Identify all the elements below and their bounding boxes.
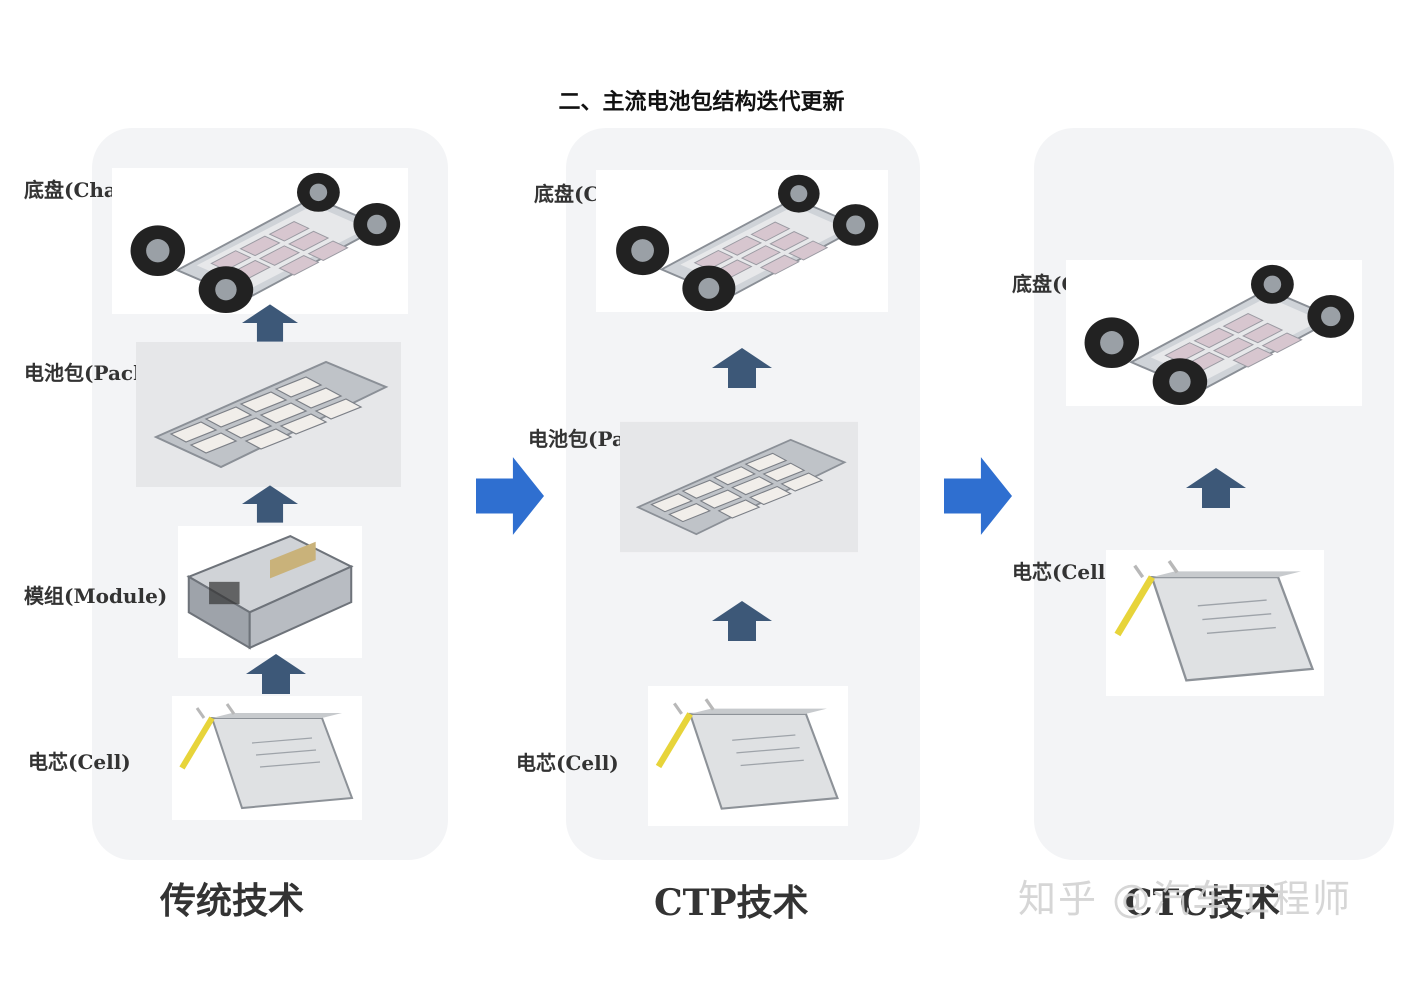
ctc-tech-label: CTC技术 [1124,882,1281,924]
up-arrow-icon [242,485,298,523]
pack-image [136,342,401,487]
cell-image [172,696,362,820]
watermark-text: 知乎 @汽车工程师 [1018,877,1353,921]
up-arrow-icon [242,304,298,342]
pack-image [620,420,858,554]
chassis-image [112,168,408,314]
traditional-module-label: 模组(Module) [24,584,168,608]
ctc-cell-label: 电芯(Cell) [1012,560,1115,584]
ctp-cell-label: 电芯(Cell) [516,751,619,775]
up-arrow-icon [712,601,772,641]
cell-image [648,686,848,826]
traditional-cell-label: 电芯(Cell) [28,750,131,774]
up-arrow-icon [246,654,306,694]
right-arrow-icon [944,457,1012,535]
ctp-tech-label: CTP技术 [654,882,809,924]
cell-image [1106,550,1324,696]
module-image [178,526,362,658]
up-arrow-icon [1186,468,1246,508]
chassis-image [1066,260,1362,406]
diagram-title: 二、主流电池包结构迭代更新 [558,90,845,115]
right-arrow-icon [476,457,544,535]
traditional-pack-label: 电池包(Pack) [24,361,157,385]
chassis-image [596,170,888,312]
up-arrow-icon [712,348,772,388]
traditional-tech-label: 传统技术 [160,880,305,922]
